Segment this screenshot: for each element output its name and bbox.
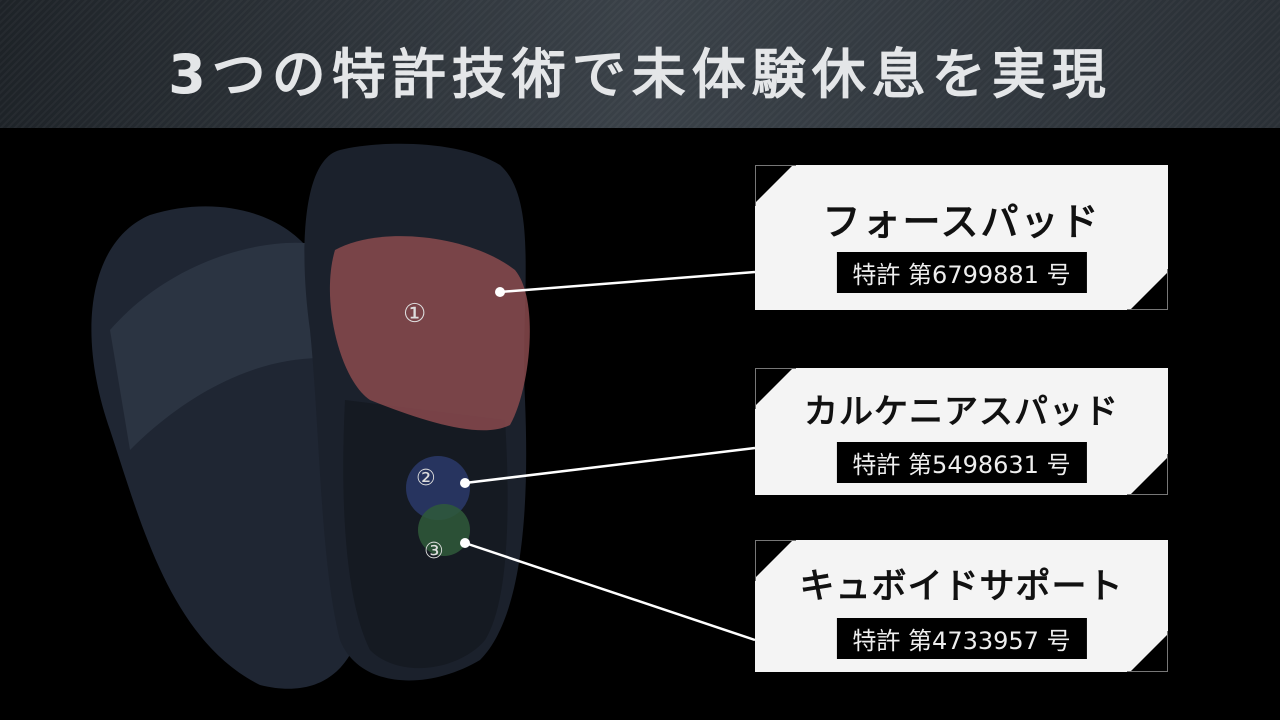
cuboid-support-highlight: [418, 504, 470, 556]
feature-name: カルケニアスパッド: [804, 392, 1119, 432]
feature-card-calcaneus-pad: カルケニアスパッド 特許 第5498631 号: [755, 368, 1168, 495]
page-title: 3つの特許技術で未体験休息を実現: [168, 43, 1112, 106]
patent-number: 特許 第4733957 号: [836, 618, 1087, 659]
marker-1: ①: [403, 299, 426, 329]
header-banner: 3つの特許技術で未体験休息を実現: [0, 0, 1280, 128]
calcaneus-pad-highlight: [406, 456, 470, 520]
leader-line-1: [499, 270, 756, 294]
marker-2: ②: [416, 466, 436, 491]
leader-line-3: [464, 541, 756, 642]
feature-name: フォースパッド: [822, 200, 1101, 244]
force-pad-highlight: [329, 236, 530, 431]
leader-line-2: [464, 446, 756, 485]
feature-card-cuboid-support: キュボイドサポート 特許 第4733957 号: [755, 540, 1168, 672]
patent-number: 特許 第6799881 号: [836, 252, 1087, 293]
feature-name: キュボイドサポート: [799, 567, 1124, 607]
patent-number: 特許 第5498631 号: [836, 442, 1087, 483]
marker-3: ③: [424, 539, 444, 564]
left-sandal-strap: [110, 242, 345, 450]
feature-card-force-pad: フォースパッド 特許 第6799881 号: [755, 165, 1168, 310]
